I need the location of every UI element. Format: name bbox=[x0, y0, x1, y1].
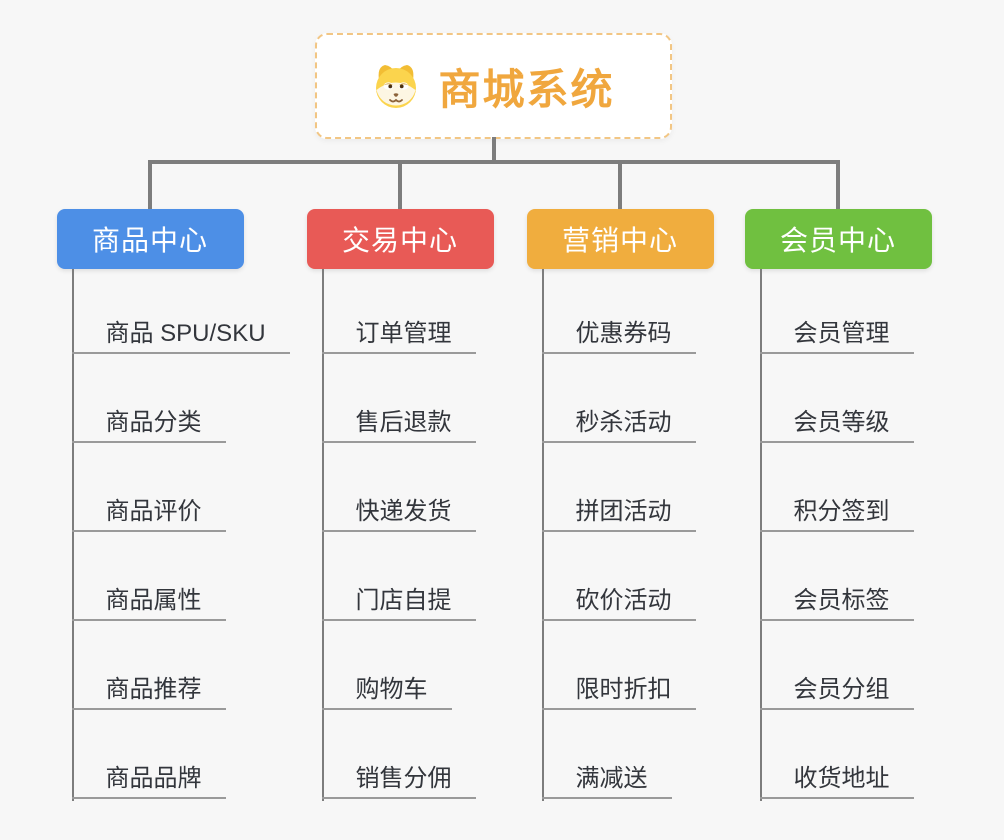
leaf-node-product-center-4[interactable]: 商品属性 bbox=[71, 581, 226, 621]
leaf-node-member-center-4[interactable]: 会员标签 bbox=[759, 581, 914, 621]
branch-node-product-center[interactable]: 商品中心 bbox=[56, 209, 244, 269]
leaf-node-trade-center-2[interactable]: 售后退款 bbox=[321, 403, 476, 443]
branch-node-marketing-center[interactable]: 营销中心 bbox=[526, 209, 714, 269]
branch-label: 交易中心 bbox=[341, 225, 458, 256]
leaf-node-marketing-center-5[interactable]: 限时折扣 bbox=[541, 670, 696, 710]
connector-root-stem bbox=[492, 137, 496, 164]
branch-node-member-center[interactable]: 会员中心 bbox=[744, 209, 932, 269]
leaf-node-member-center-3[interactable]: 积分签到 bbox=[759, 492, 914, 532]
branch-label: 商品中心 bbox=[91, 225, 208, 256]
leaf-node-trade-center-4[interactable]: 门店自提 bbox=[321, 581, 476, 621]
leaf-node-marketing-center-6[interactable]: 满减送 bbox=[541, 759, 672, 799]
branch-label: 营销中心 bbox=[561, 225, 678, 256]
connector-branch-stem bbox=[618, 160, 622, 209]
leaf-node-product-center-1[interactable]: 商品 SPU/SKU bbox=[71, 314, 290, 354]
leaf-node-member-center-5[interactable]: 会员分组 bbox=[759, 670, 914, 710]
leaf-node-marketing-center-4[interactable]: 砍价活动 bbox=[541, 581, 696, 621]
shiba-dog-icon bbox=[376, 65, 417, 108]
branch-node-trade-center[interactable]: 交易中心 bbox=[306, 209, 494, 269]
connector-branch-stem bbox=[836, 160, 840, 209]
connector-branch-trunk bbox=[321, 269, 324, 801]
leaf-node-trade-center-5[interactable]: 购物车 bbox=[321, 670, 452, 710]
leaf-node-trade-center-3[interactable]: 快递发货 bbox=[321, 492, 476, 532]
leaf-node-product-center-6[interactable]: 商品品牌 bbox=[71, 759, 226, 799]
leaf-node-product-center-2[interactable]: 商品分类 bbox=[71, 403, 226, 443]
leaf-node-product-center-3[interactable]: 商品评价 bbox=[71, 492, 226, 532]
leaf-node-product-center-5[interactable]: 商品推荐 bbox=[71, 670, 226, 710]
root-node[interactable]: 商城系统 bbox=[315, 33, 672, 139]
leaf-node-member-center-1[interactable]: 会员管理 bbox=[759, 314, 914, 354]
leaf-node-marketing-center-2[interactable]: 秒杀活动 bbox=[541, 403, 696, 443]
leaf-node-marketing-center-3[interactable]: 拼团活动 bbox=[541, 492, 696, 532]
connector-branch-stem bbox=[148, 160, 152, 209]
connector-branch-trunk bbox=[541, 269, 544, 801]
leaf-node-member-center-6[interactable]: 收货地址 bbox=[759, 759, 914, 799]
branch-label: 会员中心 bbox=[779, 225, 896, 256]
leaf-node-marketing-center-1[interactable]: 优惠券码 bbox=[541, 314, 696, 354]
connector-branch-stem bbox=[398, 160, 402, 209]
leaf-node-trade-center-6[interactable]: 销售分佣 bbox=[321, 759, 476, 799]
leaf-node-trade-center-1[interactable]: 订单管理 bbox=[321, 314, 476, 354]
connector-rail bbox=[148, 160, 840, 164]
leaf-node-member-center-2[interactable]: 会员等级 bbox=[759, 403, 914, 443]
root-title: 商城系统 bbox=[438, 65, 615, 113]
connector-branch-trunk bbox=[71, 269, 74, 801]
connector-branch-trunk bbox=[759, 269, 762, 801]
